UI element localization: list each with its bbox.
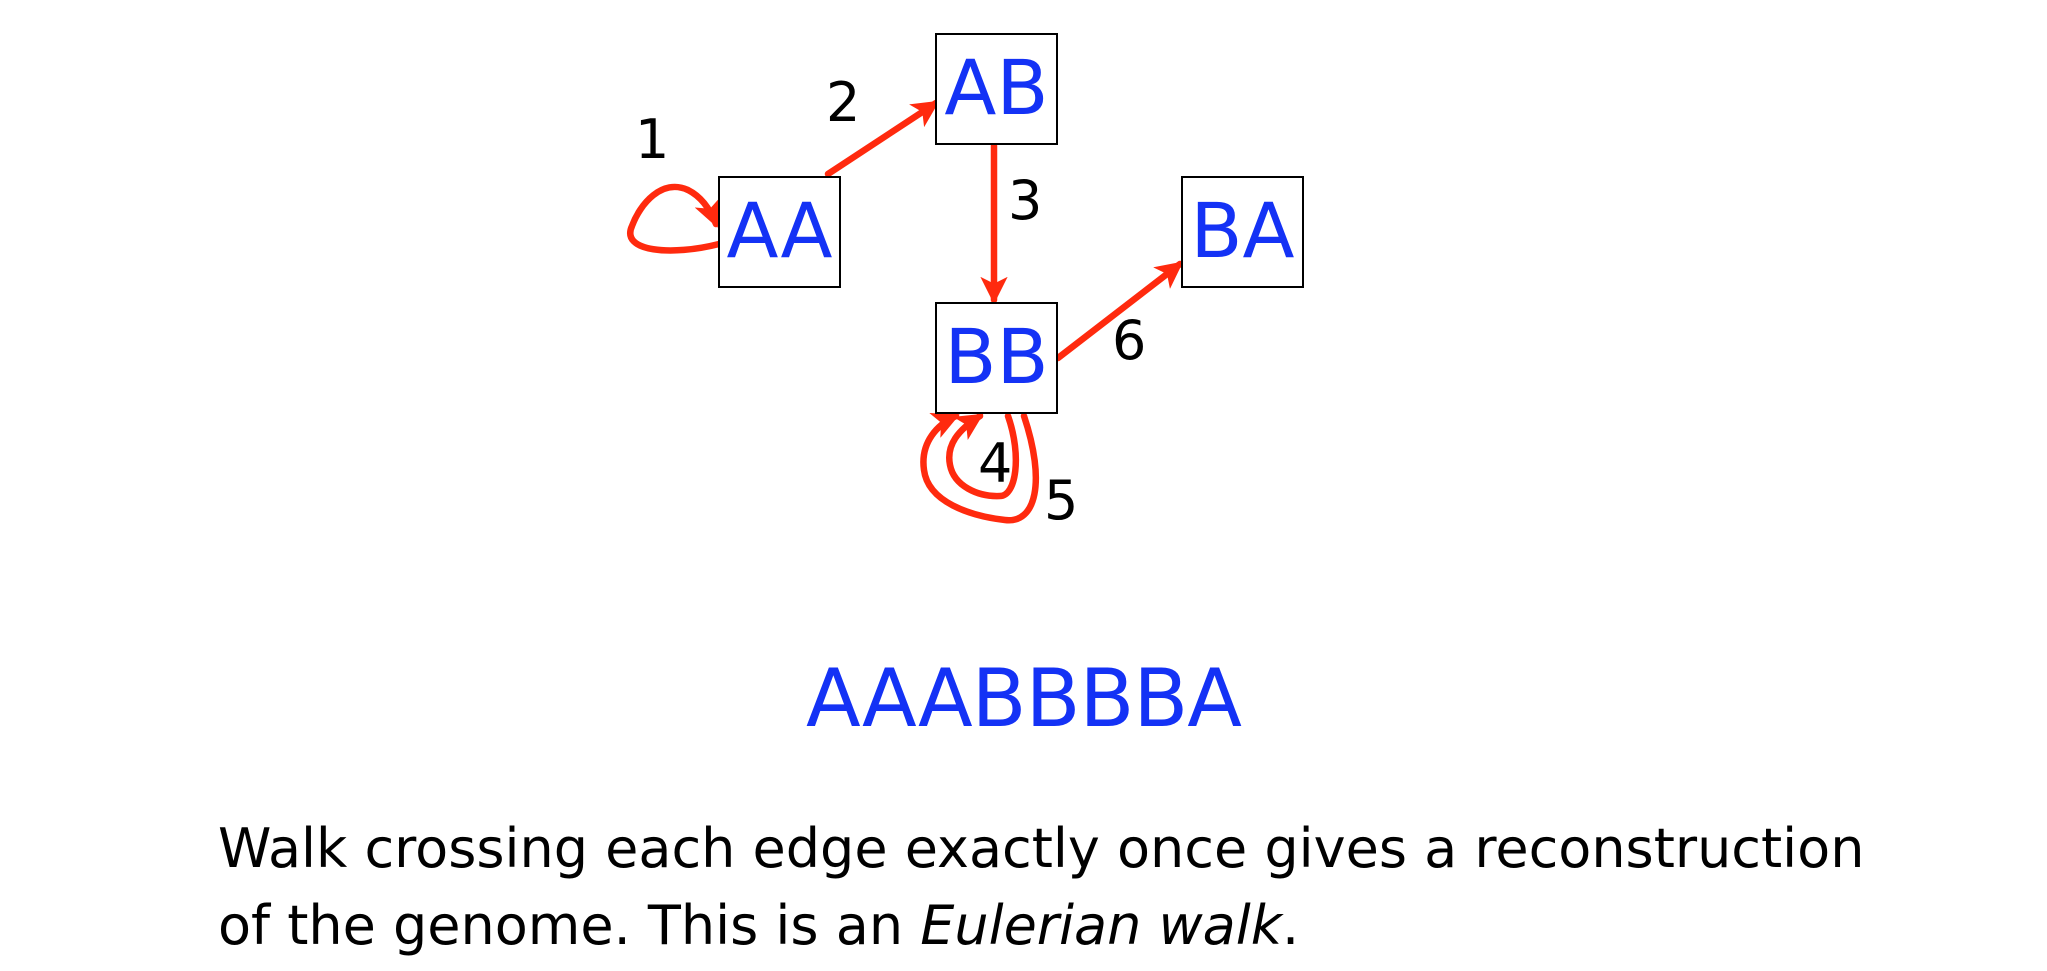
- node-bb: BB: [935, 302, 1058, 414]
- edge-label-5: 5: [1044, 469, 1078, 532]
- edge-2-aa-to-ab: [824, 99, 940, 178]
- edge-6-bb-to-ba: [1054, 260, 1184, 362]
- node-ab-label: AB: [944, 43, 1048, 132]
- eulerian-walk-term: Eulerian walk: [920, 894, 1283, 957]
- node-ab-box: [935, 33, 1058, 145]
- node-ba-label: BA: [1190, 186, 1294, 275]
- node-aa: AA: [718, 176, 841, 288]
- edge-5-bb-self-loop: [920, 412, 1040, 524]
- edge-label-4: 4: [978, 432, 1012, 495]
- node-ba: BA: [1181, 176, 1304, 288]
- edge-labels: 1 2 3 4 5 6: [635, 71, 1146, 532]
- edge-4-bb-self-loop: [946, 412, 1020, 500]
- caption-line-1: Walk crossing each edge exactly once giv…: [218, 817, 1865, 880]
- caption: Walk crossing each edge exactly once giv…: [218, 810, 1918, 964]
- edge-label-3: 3: [1008, 169, 1042, 232]
- genome-sequence: AAABBBBA: [806, 652, 1242, 745]
- node-bb-box: [935, 302, 1058, 414]
- node-ba-box: [1181, 176, 1304, 288]
- caption-line-2-start: of the genome. This is an: [218, 894, 921, 957]
- edge-label-6: 6: [1112, 309, 1146, 372]
- edge-label-2: 2: [826, 71, 860, 134]
- node-aa-box: [718, 176, 841, 288]
- edge-label-1: 1: [635, 108, 669, 171]
- caption-line-2: of the genome. This is an Eulerian walk.: [218, 887, 1918, 964]
- edges: [627, 99, 1184, 524]
- caption-line-2-end: .: [1282, 894, 1300, 957]
- node-aa-label: AA: [726, 186, 832, 275]
- node-bb-label: BB: [944, 312, 1048, 401]
- edge-1-aa-self-loop: [627, 183, 723, 254]
- node-ab: AB: [935, 33, 1058, 145]
